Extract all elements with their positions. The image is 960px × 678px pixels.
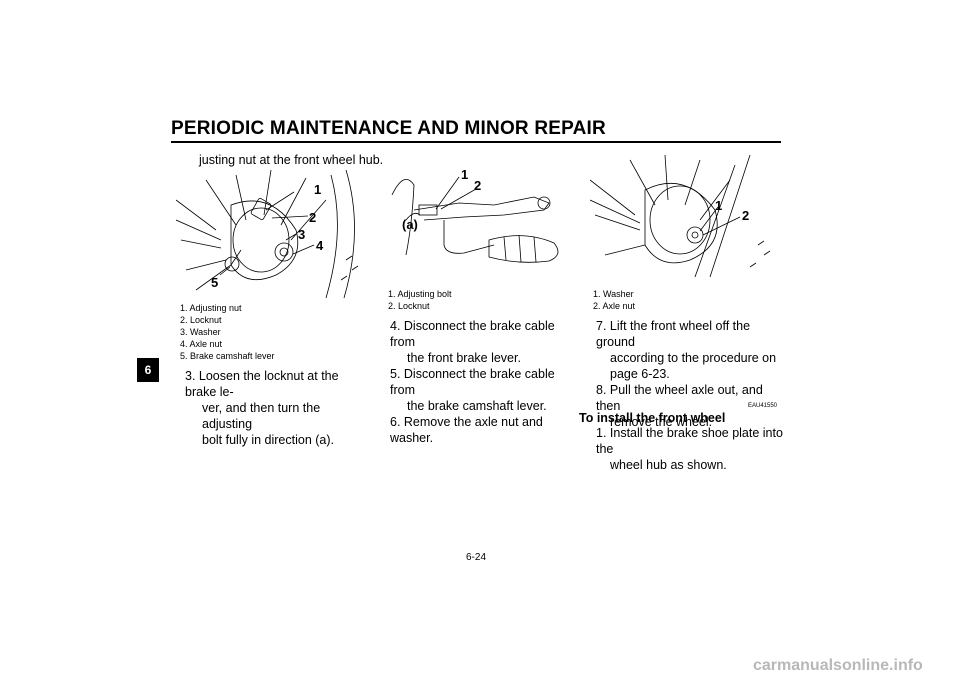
- figure3-captions: 1. Washer 2. Axle nut: [593, 288, 635, 312]
- step-4: 4. Disconnect the brake cable from the f…: [390, 318, 580, 366]
- wheel-hub-figure: 1 2 3 4 5: [176, 170, 359, 298]
- step-line: according to the procedure on: [610, 351, 777, 365]
- callout-a: (a): [402, 217, 418, 232]
- subheading: To install the front wheel: [579, 411, 726, 425]
- step-line: 8. Pull the wheel axle out, and then: [596, 383, 763, 413]
- step-line: wheel hub as shown.: [610, 458, 727, 472]
- step-line: 5. Disconnect the brake cable from: [390, 367, 555, 397]
- callout-2: 2: [309, 210, 316, 225]
- steps-7-8: 7. Lift the front wheel off the ground a…: [596, 318, 786, 430]
- step-line: remove the wheel.: [610, 415, 713, 429]
- reference-code: EAU41550: [748, 403, 778, 409]
- caption-item: 3. Washer: [180, 327, 221, 337]
- install-step-1: 1. Install the brake shoe plate into the…: [596, 425, 786, 473]
- caption-item: 5. Brake camshaft lever: [180, 351, 275, 361]
- caption-item: 4. Axle nut: [180, 339, 223, 349]
- callout-1: 1: [314, 182, 321, 197]
- step-line: 1. Install the brake shoe plate into the: [596, 426, 783, 456]
- page-number: 6-24: [466, 552, 487, 563]
- step-line: the brake camshaft lever.: [407, 399, 547, 413]
- step-6: 6. Remove the axle nut and washer.: [390, 414, 580, 446]
- page-title: PERIODIC MAINTENANCE AND MINOR REPAIR: [171, 118, 606, 139]
- axle-nut-figure: 1 2: [590, 155, 771, 278]
- step-8: 8. Pull the wheel axle out, and then rem…: [596, 382, 786, 430]
- callout-3: 3: [298, 227, 305, 242]
- callout-1: 1: [715, 198, 722, 213]
- caption-item: 1. Adjusting bolt: [388, 289, 452, 299]
- step-line: page 6-23.: [610, 367, 670, 381]
- step-line: 7. Lift the front wheel off the ground: [596, 319, 751, 349]
- intro-text: justing nut at the front wheel hub.: [199, 153, 384, 167]
- caption-item: 2. Axle nut: [593, 301, 636, 311]
- brake-lever-figure: 1 2 (a): [391, 167, 559, 263]
- chapter-tab: 6: [137, 358, 159, 382]
- step-line: ver, and then turn the adjusting: [202, 401, 321, 431]
- callout-1: 1: [461, 167, 468, 182]
- caption-item: 2. Locknut: [388, 301, 430, 311]
- steps-4-6: 4. Disconnect the brake cable from the f…: [390, 318, 580, 446]
- step-line: bolt fully in direction (a).: [202, 433, 335, 447]
- callout-5: 5: [211, 275, 218, 290]
- header-rule: [171, 141, 781, 143]
- step-line: 3. Loosen the locknut at the brake le-: [185, 369, 339, 399]
- step-5: 5. Disconnect the brake cable from the b…: [390, 366, 580, 414]
- caption-item: 1. Adjusting nut: [180, 303, 242, 313]
- step-line: the front brake lever.: [407, 351, 521, 365]
- watermark: carmanualsonline.info: [753, 657, 923, 674]
- callout-4: 4: [316, 238, 324, 253]
- step-line: 4. Disconnect the brake cable from: [390, 319, 555, 349]
- callout-2: 2: [474, 178, 481, 193]
- caption-item: 1. Washer: [593, 289, 634, 299]
- callout-2: 2: [742, 208, 749, 223]
- step-3: 3. Loosen the locknut at the brake le- v…: [185, 368, 370, 448]
- step-line: 6. Remove the axle nut and washer.: [390, 415, 543, 445]
- step-7: 7. Lift the front wheel off the ground a…: [596, 318, 786, 382]
- figure1-captions: 1. Adjusting nut 2. Locknut 3. Washer 4.…: [180, 302, 275, 362]
- figure2-captions: 1. Adjusting bolt 2. Locknut: [388, 288, 452, 312]
- caption-item: 2. Locknut: [180, 315, 222, 325]
